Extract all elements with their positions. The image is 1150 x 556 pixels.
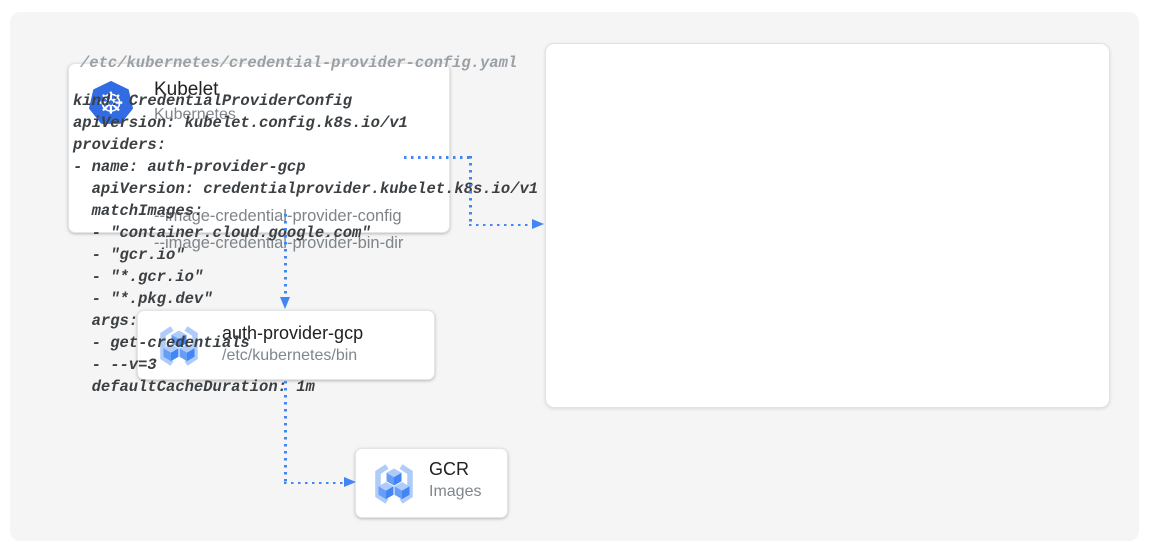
node-gcr: GCR Images — [355, 448, 508, 518]
arrow-head-right — [532, 219, 544, 229]
auth-provider-title: auth-provider-gcp — [222, 323, 364, 343]
code-line: defaultCacheDuration: 1m — [73, 378, 315, 396]
code-line: - "container.cloud.google.com" — [73, 224, 371, 242]
kubelet-subtitle: Kubernetes — [154, 106, 236, 123]
arrow-head-down — [279, 297, 290, 309]
code-line: - get-credentials — [73, 334, 250, 352]
kubelet-flags: --image-credential-provider-config --ima… — [154, 203, 403, 257]
yaml-code-block: kind: CredentialProviderConfig apiVersio… — [73, 90, 538, 398]
code-line: - name: auth-provider-gcp — [73, 158, 306, 176]
code-line: - "gcr.io" — [73, 246, 185, 264]
code-line: kind: CredentialProviderConfig — [73, 92, 353, 110]
gcr-registry-icon — [371, 461, 417, 507]
gcr-title: GCR — [429, 459, 469, 479]
kubelet-flag-config: --image-credential-provider-config — [154, 207, 402, 225]
code-line: matchImages: — [73, 202, 204, 220]
node-auth-provider-gcp: auth-provider-gcp /etc/kubernetes/bin — [137, 310, 435, 380]
arrow-config-to-yaml-segment — [469, 156, 472, 226]
arrow-config-to-yaml-segment — [404, 156, 471, 159]
code-line: - "*.pkg.dev" — [73, 290, 213, 308]
gcr-subtitle: Images — [429, 483, 482, 500]
code-line: apiVersion: credentialprovider.kubelet.k… — [73, 180, 539, 198]
code-line: args: — [73, 312, 139, 330]
auth-provider-path: /etc/kubernetes/bin — [222, 347, 358, 364]
node-kubelet: ☸ Kubelet Kubernetes --image-credential-… — [68, 63, 450, 252]
code-line: providers: — [73, 136, 167, 154]
code-panel-title: /etc/kubernetes/credential-provider-conf… — [80, 54, 518, 72]
code-line: - "*.gcr.io" — [73, 268, 204, 286]
kubelet-flag-bin-dir: --image-credential-provider-bin-dir — [154, 234, 404, 252]
kubernetes-icon: ☸ — [89, 81, 133, 125]
code-line: - --v=3 — [73, 356, 157, 374]
arrow-auth-to-gcr-segment — [284, 481, 345, 484]
arrow-head-right — [344, 477, 356, 487]
code-line: apiVersion: kubelet.config.k8s.io/v1 — [73, 114, 408, 132]
gcr-registry-icon — [156, 323, 202, 369]
arrow-auth-to-gcr-segment — [284, 381, 287, 483]
code-panel — [545, 43, 1110, 408]
arrow-config-to-yaml-segment — [469, 223, 532, 226]
kubelet-title: Kubelet — [154, 79, 219, 100]
svg-text:☸: ☸ — [98, 87, 125, 122]
arrow-kubelet-to-auth-segment — [284, 214, 287, 300]
